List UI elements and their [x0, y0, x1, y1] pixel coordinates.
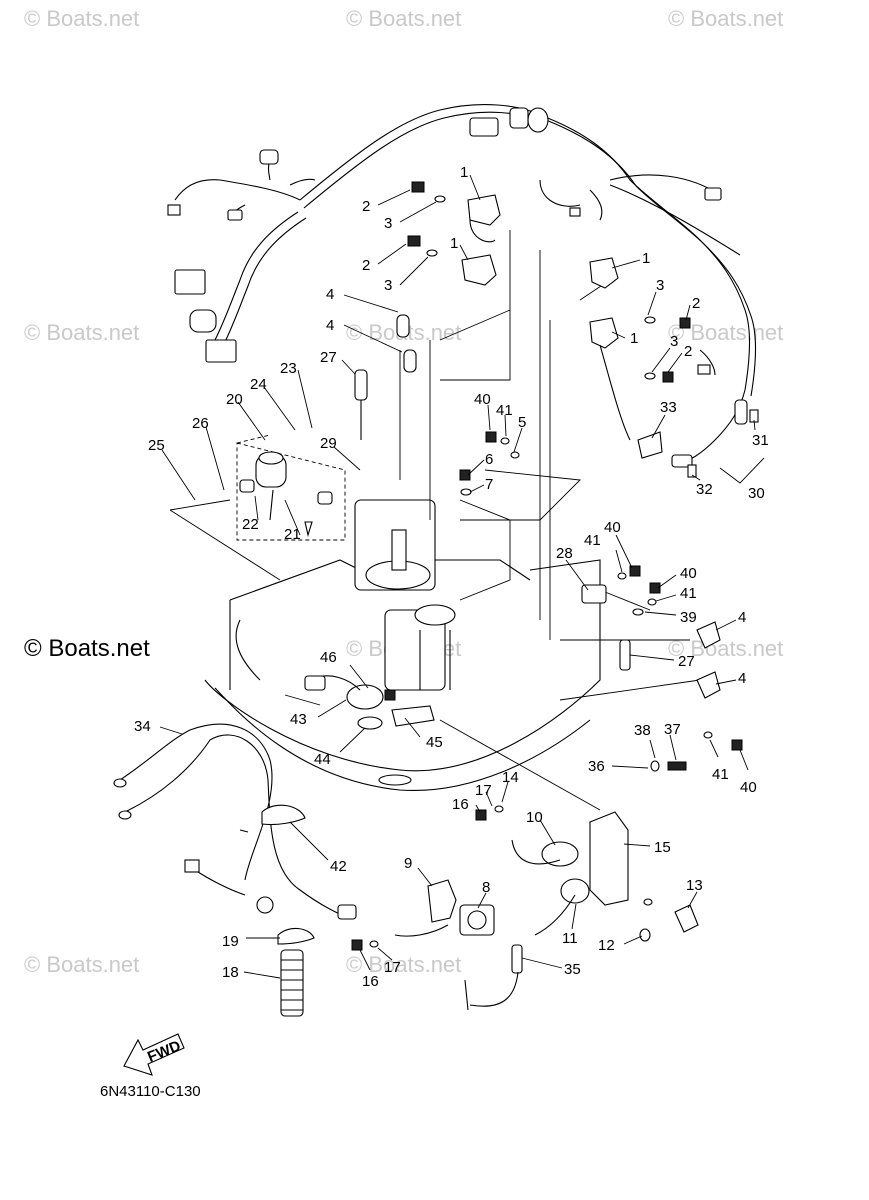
callout-41-a: 41	[496, 402, 513, 419]
callout-27-b: 27	[678, 653, 695, 670]
wire-harness	[167, 104, 757, 468]
callout-4-d: 4	[738, 670, 746, 687]
callout-5: 5	[518, 414, 526, 431]
callout-26: 26	[192, 415, 209, 432]
callout-28: 28	[556, 545, 573, 562]
callout-40-b: 40	[604, 519, 621, 536]
callout-35: 35	[564, 961, 581, 978]
callout-1-c: 1	[642, 250, 650, 267]
callout-15: 15	[654, 839, 671, 856]
callout-13: 13	[686, 877, 703, 894]
callout-33: 33	[660, 399, 677, 416]
callout-41-c: 41	[680, 585, 697, 602]
battery-cables	[113, 723, 357, 920]
callout-4-a: 4	[326, 286, 334, 303]
callout-19: 19	[222, 933, 239, 950]
callout-6: 6	[485, 451, 493, 468]
callout-43: 43	[290, 711, 307, 728]
callout-12: 12	[598, 937, 615, 954]
callout-18: 18	[222, 964, 239, 981]
callout-2-c: 2	[692, 295, 700, 312]
callout-labels: 1 2 3 1 2 3 4 4 27 23 24 20 26 25 29 22 …	[134, 164, 769, 990]
callout-27-a: 27	[320, 349, 337, 366]
callout-44: 44	[314, 751, 331, 768]
solenoid-box	[236, 434, 346, 541]
callout-3-a: 3	[384, 215, 392, 232]
callout-22: 22	[242, 516, 259, 533]
callout-24: 24	[250, 376, 267, 393]
callout-36: 36	[588, 758, 605, 775]
callout-8: 8	[482, 879, 490, 896]
callout-7: 7	[485, 476, 493, 493]
callout-17-b: 17	[384, 959, 401, 976]
callout-40-a: 40	[474, 391, 491, 408]
callout-20: 20	[226, 391, 243, 408]
callout-21: 21	[284, 526, 301, 543]
callout-38: 38	[634, 722, 651, 739]
relay-box	[351, 805, 699, 1011]
callout-17-a: 17	[475, 782, 492, 799]
watermark-9: © Boats.net	[24, 952, 140, 977]
fwd-arrow: FWD	[123, 1033, 185, 1076]
watermark-1: © Boats.net	[24, 6, 140, 31]
small-parts	[304, 181, 759, 772]
reference-lines	[169, 230, 701, 811]
engine-block	[204, 469, 601, 792]
callout-1-a: 1	[460, 164, 468, 181]
watermark-main: © Boats.net	[24, 635, 150, 662]
callout-4-c: 4	[738, 609, 746, 626]
diagram-code: 6N43110-C130	[100, 1083, 201, 1100]
callout-40-c: 40	[680, 565, 697, 582]
callout-3-b: 3	[384, 277, 392, 294]
callout-45: 45	[426, 734, 443, 751]
callout-10: 10	[526, 809, 543, 826]
callout-30: 30	[748, 485, 765, 502]
watermark-2: © Boats.net	[346, 6, 462, 31]
callout-32: 32	[696, 481, 713, 498]
callout-40-d: 40	[740, 779, 757, 796]
callout-11: 11	[562, 930, 578, 947]
callout-1-d: 1	[630, 330, 638, 347]
fwd-label: FWD	[145, 1037, 183, 1066]
callout-9: 9	[404, 855, 412, 872]
watermark-10: © Boats.net	[346, 952, 462, 977]
callout-31: 31	[752, 432, 769, 449]
callout-2-b: 2	[362, 257, 370, 274]
callout-16-b: 16	[362, 973, 379, 990]
callout-46: 46	[320, 649, 337, 666]
clamps	[261, 804, 315, 1017]
callout-39: 39	[680, 609, 697, 626]
callout-42: 42	[330, 858, 347, 875]
callout-2-a: 2	[362, 198, 370, 215]
callout-23: 23	[280, 360, 297, 377]
leader-lines	[159, 174, 765, 979]
callout-3-d: 3	[670, 333, 678, 350]
callout-2-d: 2	[684, 343, 692, 360]
watermark-3: © Boats.net	[668, 6, 784, 31]
callout-29: 29	[320, 435, 337, 452]
callout-37: 37	[664, 721, 681, 738]
callout-25: 25	[148, 437, 165, 454]
watermark-4: © Boats.net	[24, 320, 140, 345]
callout-41-d: 41	[712, 766, 729, 783]
callout-14: 14	[502, 769, 519, 786]
callout-3-c: 3	[656, 277, 664, 294]
callout-34: 34	[134, 718, 151, 735]
callout-4-b: 4	[326, 317, 334, 334]
callout-1-b: 1	[450, 235, 458, 252]
callout-16-a: 16	[452, 796, 469, 813]
callout-41-b: 41	[584, 532, 601, 549]
